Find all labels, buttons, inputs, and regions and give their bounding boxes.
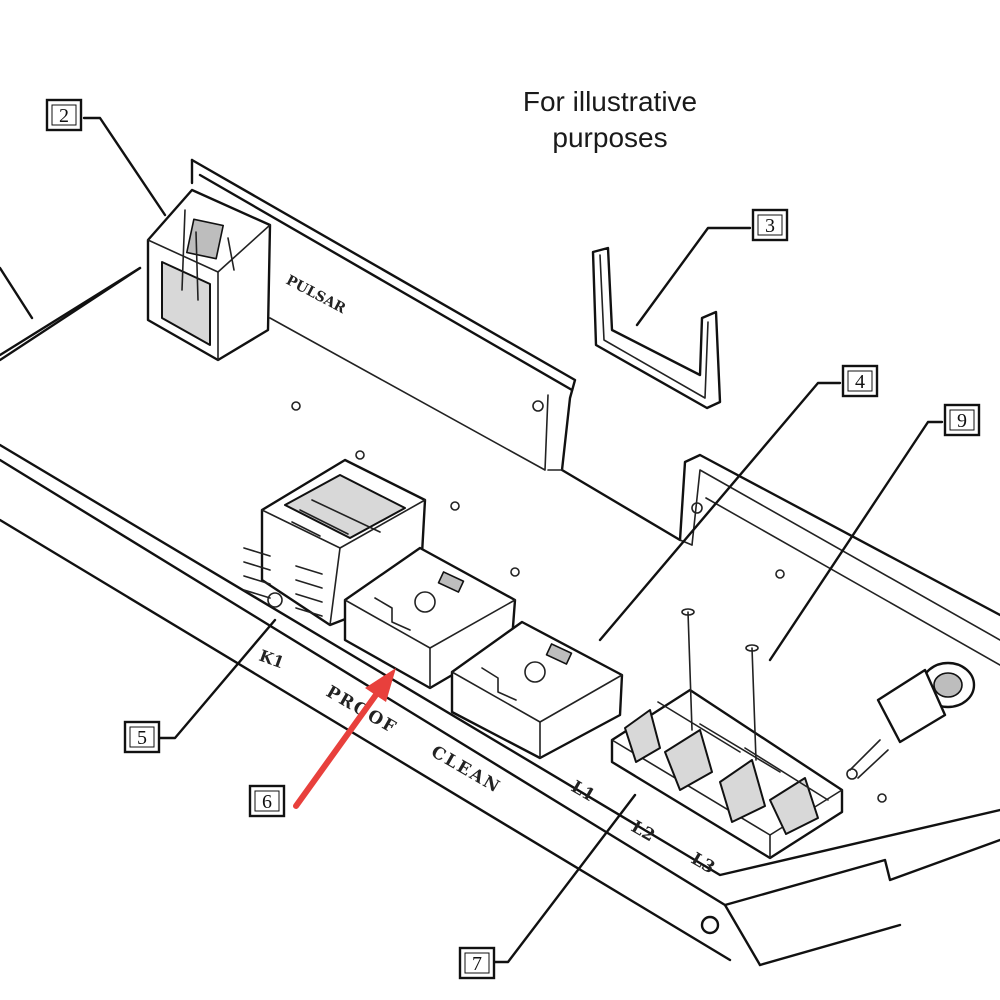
callout-2: 2	[45, 98, 83, 132]
svg-text:5: 5	[137, 727, 147, 749]
part-3-u-bracket	[591, 246, 722, 410]
svg-text:3: 3	[765, 215, 775, 237]
clean-label: CLEAN	[428, 742, 505, 798]
leader-lines	[0, 116, 944, 964]
svg-text:2: 2	[59, 105, 69, 127]
caption-line-1: For illustrative	[522, 86, 698, 117]
l3-label: L3	[688, 849, 719, 878]
callout-5: 5	[123, 720, 161, 754]
callout-7: 7	[458, 946, 496, 980]
callout-3: 3	[751, 208, 789, 242]
callout-4: 4	[841, 364, 879, 398]
base-plate	[0, 266, 1000, 967]
svg-text:9: 9	[957, 410, 967, 432]
k1-label: K1	[257, 646, 287, 672]
caption-line-2: purposes	[552, 122, 668, 153]
part-9-component	[846, 661, 976, 780]
svg-text:4: 4	[855, 371, 865, 393]
caption: For illustrative purposes	[470, 84, 750, 156]
svg-text:7: 7	[472, 953, 482, 975]
red-arrow	[293, 668, 396, 809]
pulsar-label: PULSAR	[283, 272, 348, 317]
callout-6: 6	[248, 784, 286, 818]
part-7-terminal-block	[610, 608, 844, 860]
l1-label: L1	[568, 777, 599, 806]
callout-9: 9	[943, 403, 981, 437]
svg-text:6: 6	[262, 791, 272, 813]
part-2-connector-block	[146, 188, 272, 362]
part-4-timer-module	[450, 620, 624, 760]
